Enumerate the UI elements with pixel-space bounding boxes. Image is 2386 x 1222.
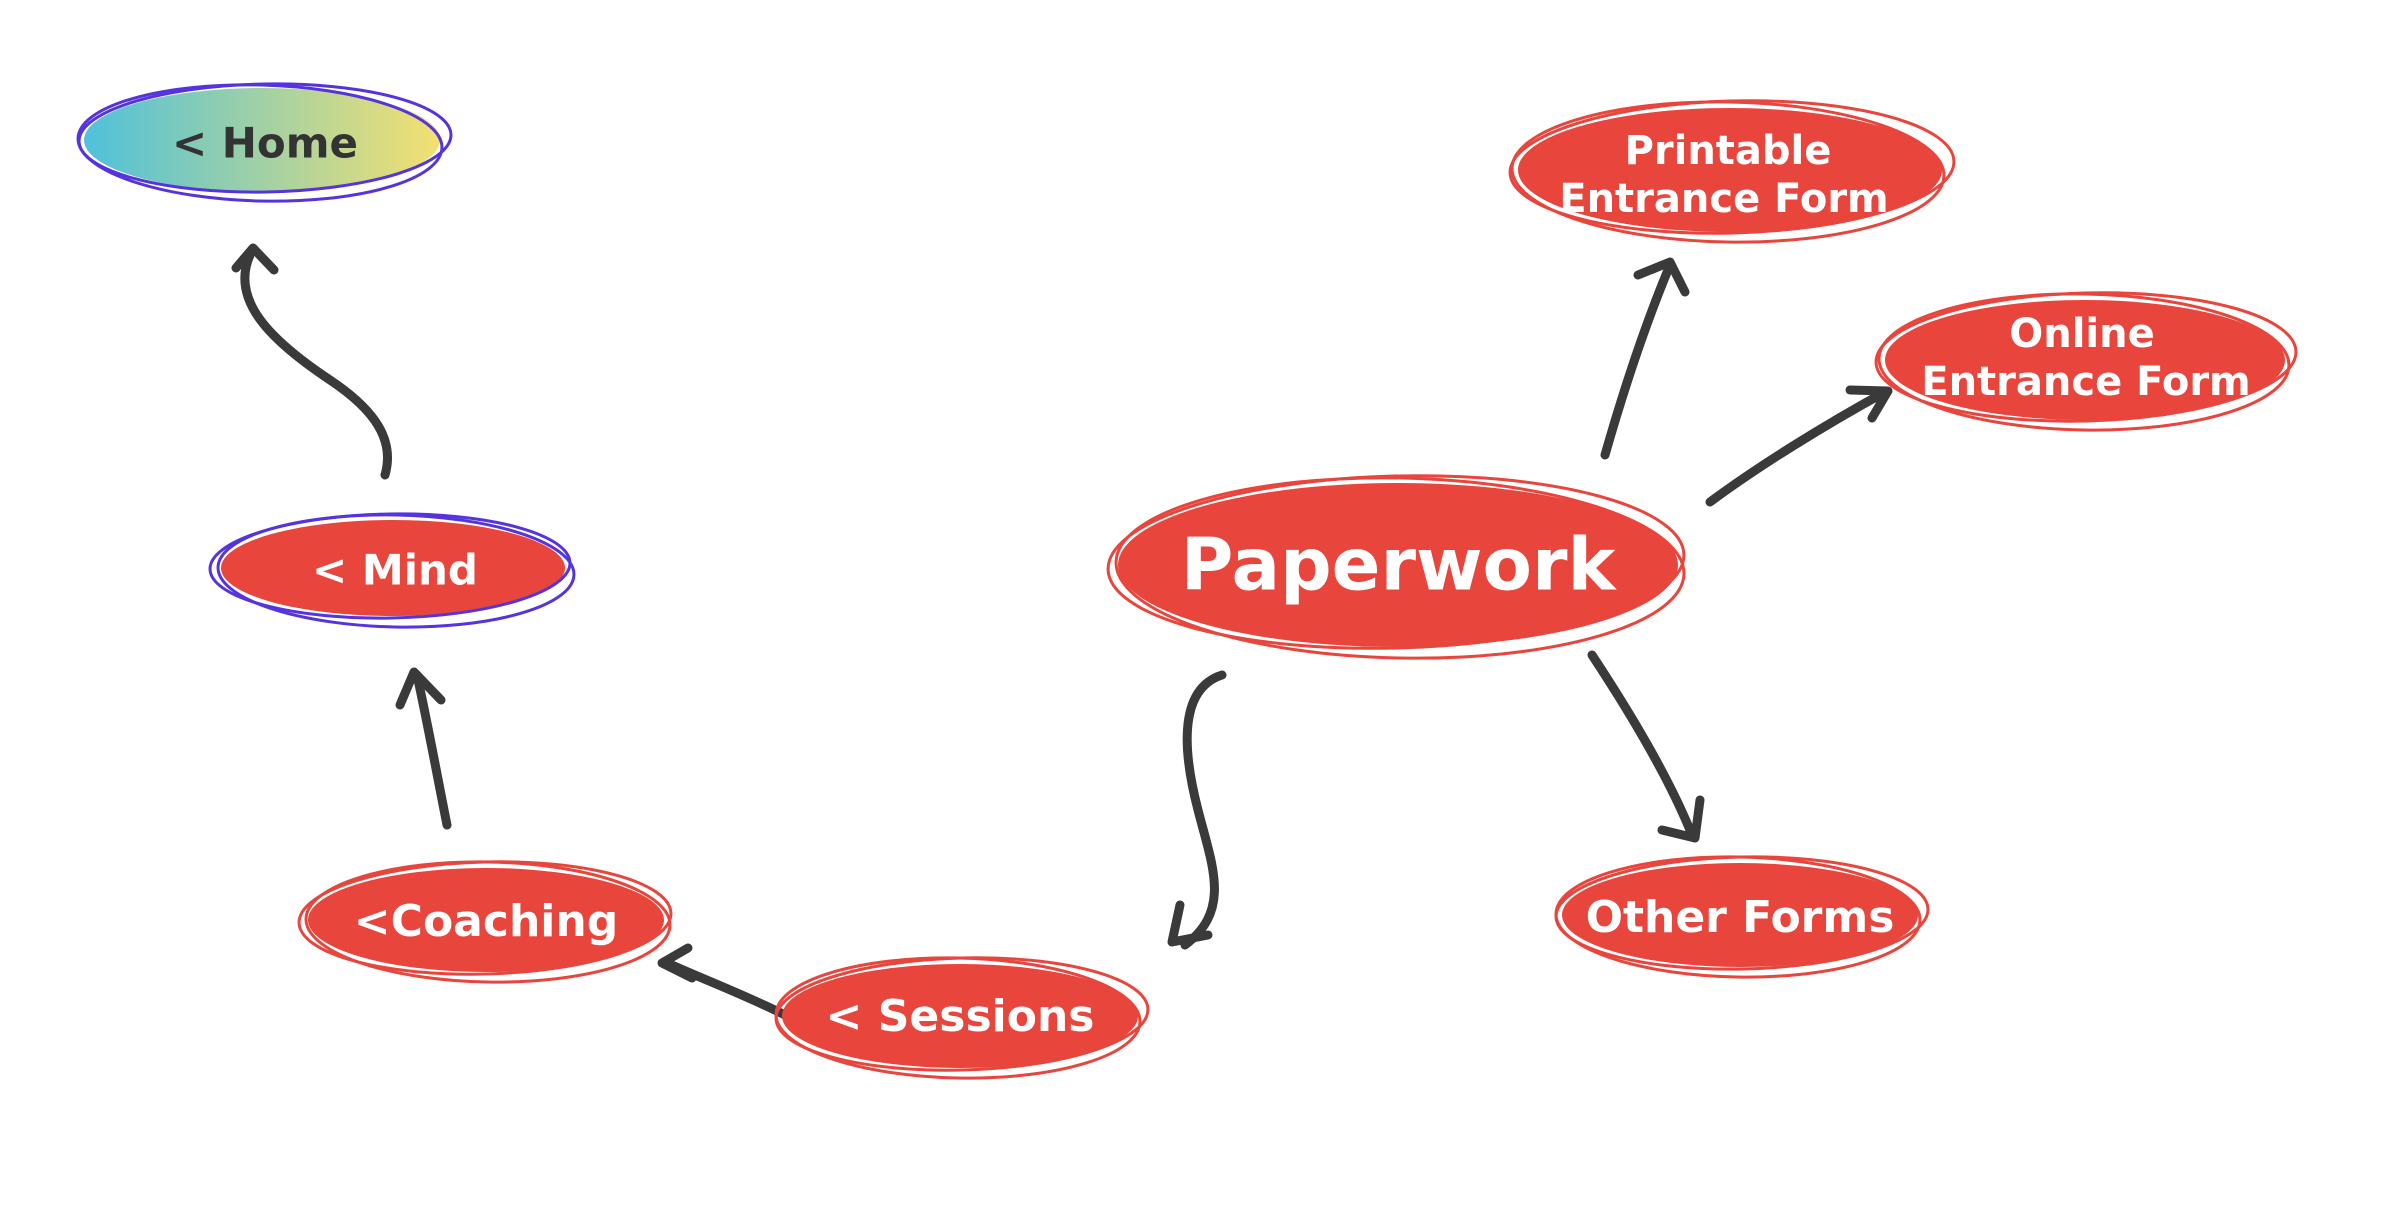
arrow-coaching-to-mind	[395, 667, 452, 830]
node-mind-button[interactable]: < Mind	[208, 511, 576, 631]
node-sessions-button[interactable]: < Sessions	[774, 953, 1150, 1082]
node-printable-entrance-form-button[interactable]: Printable Entrance Form	[1508, 95, 1956, 246]
node-other-forms-label: Other Forms	[1586, 892, 1895, 943]
node-coaching-button[interactable]: <Coaching	[297, 857, 673, 985]
arrow-sessions-to-coaching	[657, 943, 790, 1020]
node-sessions-label: < Sessions	[826, 991, 1095, 1042]
node-paperwork-label: Paperwork	[1181, 523, 1618, 607]
node-online-line2: Entrance Form	[1921, 359, 2250, 405]
node-online-entrance-form-button[interactable]: Online Entrance Form	[1874, 288, 2298, 434]
node-printable-line2: Entrance Form	[1559, 176, 1888, 222]
arrow-paperwork-to-other-forms	[1587, 650, 1705, 843]
arrow-mind-to-home	[231, 243, 393, 480]
node-paperwork-center[interactable]: Paperwork	[1106, 468, 1686, 663]
node-other-forms-button[interactable]: Other Forms	[1554, 853, 1930, 980]
node-home-button[interactable]: < Home	[76, 80, 453, 205]
node-mind-label: < Mind	[312, 546, 478, 595]
node-home-label: < Home	[172, 119, 358, 168]
arrow-paperwork-to-printable	[1600, 257, 1690, 460]
arrow-paperwork-to-online	[1705, 385, 1893, 507]
node-coaching-label: <Coaching	[354, 896, 618, 947]
arrows-layer	[231, 243, 1893, 1020]
node-online-line1: Online	[2009, 311, 2155, 357]
arrow-paperwork-to-sessions	[1167, 670, 1227, 950]
node-printable-line1: Printable	[1625, 128, 1832, 174]
